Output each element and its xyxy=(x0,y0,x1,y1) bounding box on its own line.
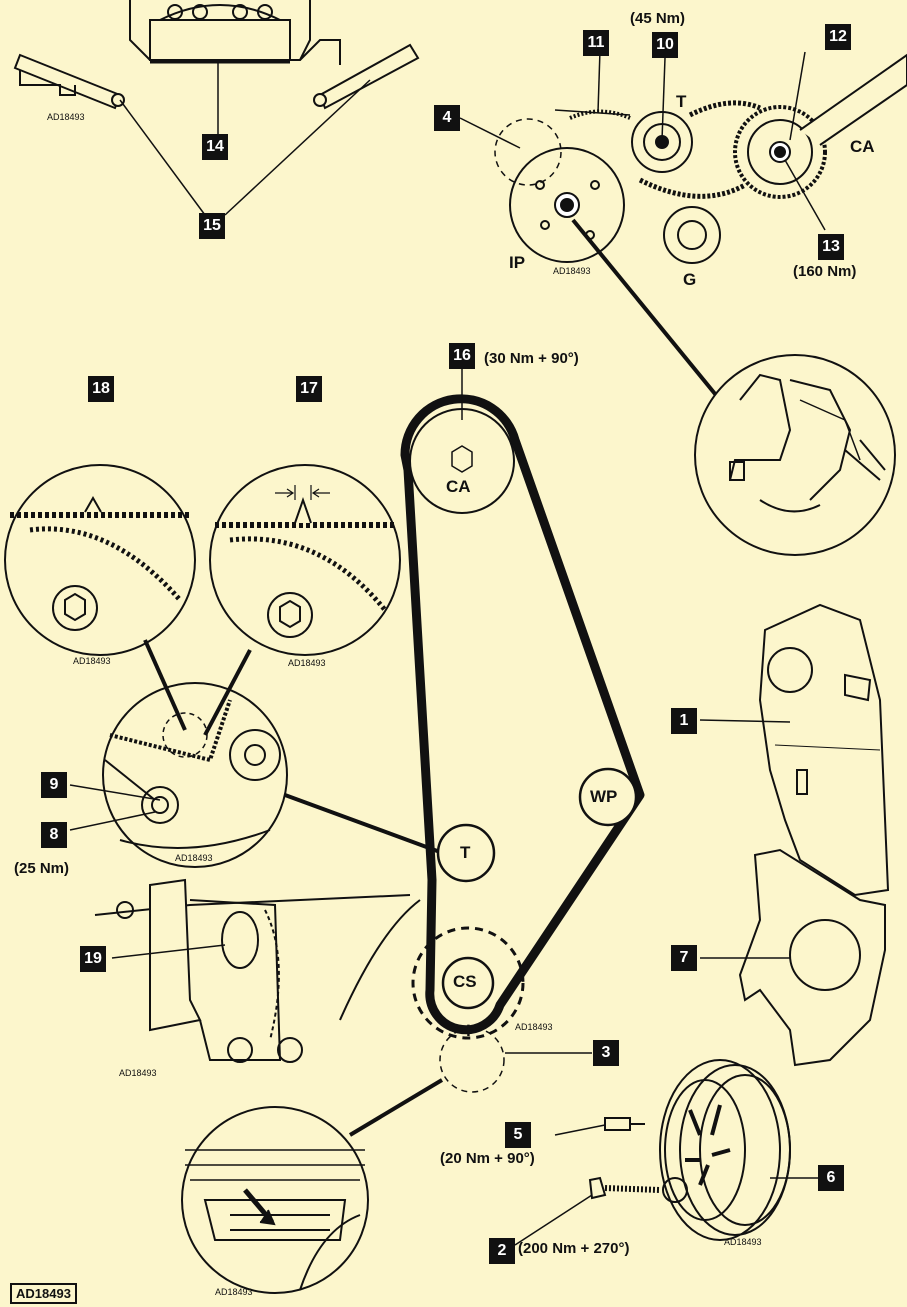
callout-4: 4 xyxy=(434,105,460,131)
callout-8: 8 xyxy=(41,822,67,848)
ref-code: AD18493 xyxy=(175,853,213,863)
torque-13: (160 Nm) xyxy=(793,263,857,280)
ref-code: AD18493 xyxy=(724,1237,762,1247)
ref-code: AD18493 xyxy=(288,658,326,668)
figure-id-box: AD18493 xyxy=(10,1283,77,1304)
callout-10: 10 xyxy=(652,32,678,58)
ref-code: AD18493 xyxy=(553,266,591,276)
ref-code: AD18493 xyxy=(73,656,111,666)
callout-9: 9 xyxy=(41,772,67,798)
callout-2: 2 xyxy=(489,1238,515,1264)
timing-belt-layout xyxy=(348,360,645,1137)
ref-code: AD18493 xyxy=(47,112,85,122)
pulley-label-g: G xyxy=(683,270,697,289)
pulley-label-t-upper: T xyxy=(676,92,687,111)
callout-15: 15 xyxy=(199,213,225,239)
crank-tdc-mark: + xyxy=(462,1018,475,1043)
callout-11: 11 xyxy=(583,30,609,56)
timing-cover-lower xyxy=(700,848,886,1067)
torque-10: (45 Nm) xyxy=(630,10,686,27)
callout-6: 6 xyxy=(818,1165,844,1191)
pulley-label-ca-main: CA xyxy=(446,477,471,496)
callout-1: 1 xyxy=(671,708,697,734)
torque-5: (20 Nm + 90°) xyxy=(440,1150,535,1167)
callout-3: 3 xyxy=(593,1040,619,1066)
torque-16: (30 Nm + 90°) xyxy=(484,350,579,367)
torque-8: (25 Nm) xyxy=(14,860,70,877)
callout-13: 13 xyxy=(818,234,844,260)
timing-cover-upper xyxy=(699,603,890,897)
pulley-label-t-main: T xyxy=(460,843,471,862)
pin-detail-circle xyxy=(694,354,896,556)
sprocket-inset-18 xyxy=(4,464,196,656)
callout-14: 14 xyxy=(202,134,228,160)
torque-2: (200 Nm + 270°) xyxy=(518,1240,630,1257)
ref-code: AD18493 xyxy=(515,1022,553,1032)
pulley-label-ip: IP xyxy=(509,253,526,272)
callout-17: 17 xyxy=(296,376,322,402)
tensioner-inset xyxy=(69,639,441,868)
crankshaft-pulley xyxy=(514,1059,818,1246)
ref-code: AD18493 xyxy=(119,1068,157,1078)
callout-12: 12 xyxy=(825,24,851,50)
pulley-label-ca-upper: CA xyxy=(850,137,875,156)
callout-16: 16 xyxy=(449,343,475,369)
callout-5: 5 xyxy=(505,1122,531,1148)
callout-19: 19 xyxy=(80,946,106,972)
crank-mark-inset xyxy=(181,1106,369,1294)
block-detail-19 xyxy=(94,878,421,1063)
pulley-label-cs: CS xyxy=(453,972,477,991)
ref-code: AD18493 xyxy=(215,1287,253,1297)
sprocket-inset-17 xyxy=(209,464,401,656)
upper-pulley-detail xyxy=(459,49,907,402)
callout-18: 18 xyxy=(88,376,114,402)
callout-7: 7 xyxy=(671,945,697,971)
cam-locking-detail xyxy=(13,0,420,216)
pulley-label-wp: WP xyxy=(590,787,618,806)
